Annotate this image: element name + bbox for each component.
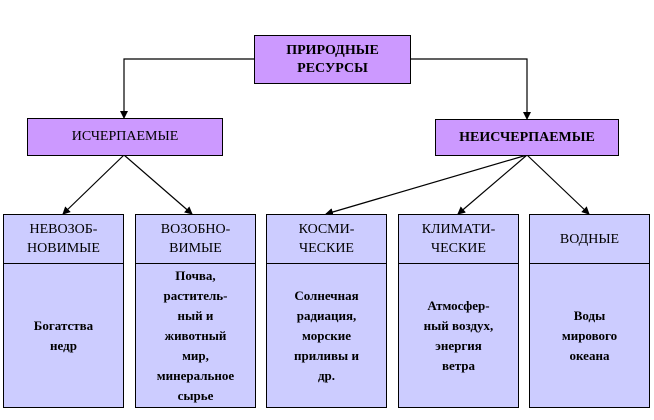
card-water: ВОДНЫЕ Воды мирового океана: [529, 214, 650, 408]
card-body: Богатства недр: [33, 318, 94, 353]
node-exhaustible: ИСЧЕРПАЕМЫЕ: [27, 118, 223, 156]
connector-climatic: [457, 154, 528, 215]
card-title: КЛИМАТИ- ЧЕСКИЕ: [399, 215, 518, 264]
connector-root-exhaustible: [120, 58, 254, 119]
root-node: ПРИРОДНЫЕ РЕСУРСЫ: [254, 35, 411, 84]
card-nonrenewable: НЕВОЗОБ- НОВИМЫЕ Богатства недр: [3, 214, 124, 408]
connector-cosmic: [325, 154, 528, 216]
card-renewable: ВОЗОБНО- ВИМЫЕ Почва, раститель- ный и ж…: [135, 214, 256, 408]
card-cosmic: КОСМИ- ЧЕСКИЕ Солнечная радиация, морски…: [266, 214, 387, 408]
card-body: Почва, раститель- ный и животный мир, ми…: [156, 268, 235, 403]
node-inexhaustible: НЕИСЧЕРПАЕМЫЕ: [435, 119, 619, 156]
card-body: Атмосфер- ный воздух, энергия ветра: [423, 298, 494, 373]
card-body: Солнечная радиация, морские приливы и др…: [294, 288, 359, 383]
card-title: НЕВОЗОБ- НОВИМЫЕ: [4, 215, 123, 264]
card-title: ВОДНЫЕ: [530, 215, 649, 264]
card-body: Воды мирового океана: [561, 308, 618, 363]
card-climatic: КЛИМАТИ- ЧЕСКИЕ Атмосфер- ный воздух, эн…: [398, 214, 519, 408]
connector-nonrenewable: [62, 154, 125, 215]
card-title: КОСМИ- ЧЕСКИЕ: [267, 215, 386, 264]
card-title: ВОЗОБНО- ВИМЫЕ: [136, 215, 255, 264]
connector-renewable: [123, 154, 193, 215]
connector-water: [526, 154, 590, 215]
connector-root-inexhaustible: [410, 58, 531, 120]
